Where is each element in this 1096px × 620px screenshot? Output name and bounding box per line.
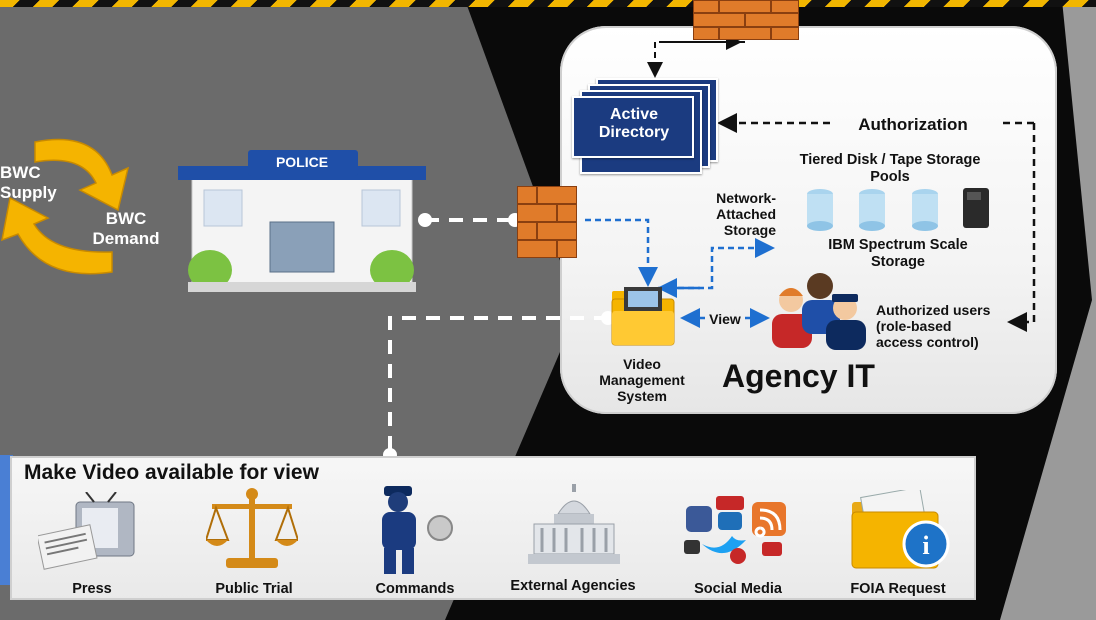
public-trial-label: Public Trial [215,581,293,597]
svg-text:i: i [922,531,929,560]
hazard-stripe [0,0,1096,7]
supply-demand-arrows-icon [1,138,130,275]
police-station-icon [178,150,426,292]
vms-label: Video Management System [599,356,685,405]
bwc-supply-label: BWC Supply [0,163,57,202]
disk-icon [912,189,938,231]
social-media-icon [684,496,786,564]
scales-icon [206,488,298,568]
active-directory-stack [572,96,694,158]
active-directory-label: Active Directory [598,106,670,142]
ibm-storage-label: IBM Spectrum Scale Storage [828,237,968,270]
social-media-label: Social Media [694,581,782,597]
distribution-title: Make Video available for view [24,461,319,484]
right-chevron-edge [1000,0,1096,620]
authorized-users-icon [772,273,866,350]
tape-cartridge-icon [963,188,989,228]
police-sign: POLICE [275,154,329,170]
disk-icon [859,189,885,231]
vms-to-storage-connector [658,238,775,290]
tv-newspaper-icon [38,492,135,570]
firewall-to-vms-connector [585,218,658,287]
nas-label: Network- Attached Storage [716,190,776,239]
bwc-demand-label: BWC Demand [92,209,160,248]
agency-it-title: Agency IT [722,358,875,394]
police-officer-icon [382,486,453,574]
info-folder-icon: i [851,490,950,569]
distribution-panel [10,456,976,600]
capitol-building-icon [528,484,620,564]
authorization-label: Authorization [858,115,968,134]
firewall-top-icon [693,0,799,40]
firewall-to-ad-connector [647,41,745,78]
authorization-to-users-connector [1007,123,1036,332]
tiered-storage-label: Tiered Disk / Tape Storage Pools [799,152,981,185]
vms-to-distribution-connector [388,316,608,455]
foia-request-label: FOIA Request [850,581,946,597]
video-folder-icon [611,287,675,346]
firewall-icon [517,186,577,258]
authorized-users-label: Authorized users (role-based access cont… [876,302,991,351]
left-blue-tab [0,455,13,585]
storage-pool-icons [807,188,989,231]
commands-label: Commands [375,581,455,597]
disk-icon [807,189,833,231]
press-label: Press [72,581,112,597]
external-agencies-label: External Agencies [510,578,636,594]
view-label: View [709,311,741,327]
